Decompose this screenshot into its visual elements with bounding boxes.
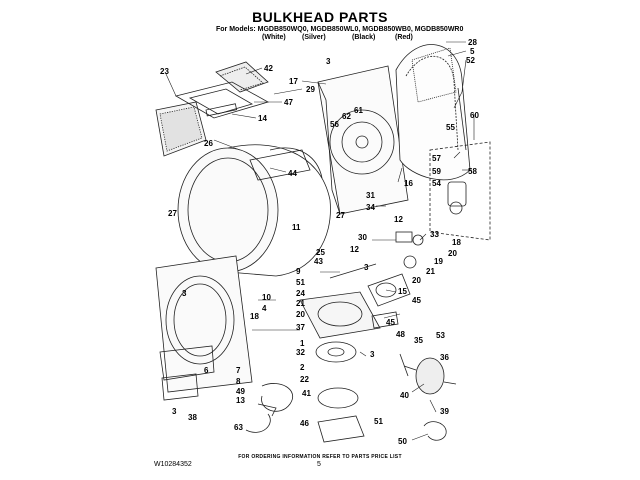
callout-27-left: 27 [168,209,177,218]
models-line: For Models: MGDB850WQ0, MGDB850WL0, MGDB… [216,26,464,33]
callout-15: 15 [398,287,407,296]
ordering-note: FOR ORDERING INFORMATION REFER TO PARTS … [238,454,402,460]
callout-45-lower: 45 [386,318,395,327]
lint-screen [155,101,207,157]
drum [177,144,331,277]
document-number: W10284352 [154,461,192,468]
callout-3-mid: 3 [364,263,369,272]
callout-23: 23 [160,67,169,76]
lint-housing-parts [174,61,270,119]
blower-wheel [315,341,365,443]
callout-44: 44 [288,169,297,178]
callout-7: 7 [236,366,241,375]
callout-26: 26 [204,139,213,148]
page-number: 5 [317,461,321,468]
callout-25: 25 [316,248,325,257]
callout-38: 38 [188,413,197,422]
callout-30: 30 [358,233,367,242]
callout-21-lower: 21 [296,299,305,308]
callout-12-upper: 12 [394,215,403,224]
callout-29: 29 [306,85,315,94]
callout-22: 22 [300,375,309,384]
idler-brackets [371,231,424,329]
burner-assembly [299,263,411,339]
page-title: BULKHEAD PARTS [252,9,388,25]
callout-20-upper: 20 [448,249,457,258]
callout-24: 24 [296,289,305,298]
callout-54: 54 [432,179,441,188]
sensor-assembly-outline [429,141,491,241]
callout-59: 59 [432,167,441,176]
callout-41: 41 [302,389,311,398]
callout-13: 13 [236,396,245,405]
callout-21-upper: 21 [426,267,435,276]
callout-3-left: 3 [182,289,187,298]
callout-10: 10 [262,293,271,302]
callout-18-lower: 18 [250,312,259,321]
callout-39: 39 [440,407,449,416]
callout-40: 40 [400,391,409,400]
rear-bulkhead [317,65,409,215]
callout-45-upper: 45 [412,296,421,305]
callout-3-bottom: 3 [172,407,177,416]
callout-48: 48 [396,330,405,339]
callout-51-lower: 51 [374,417,383,426]
callout-27-right: 27 [336,211,345,220]
callout-17: 17 [289,77,298,86]
callout-2: 2 [300,363,305,372]
callout-55: 55 [446,123,455,132]
callout-49: 49 [236,387,245,396]
callout-57: 57 [432,154,441,163]
callout-51-upper: 51 [296,278,305,287]
front-bulkhead [155,255,253,401]
color-red: (Red) [395,34,413,41]
callout-19: 19 [434,257,443,266]
callout-18-upper: 18 [452,238,461,247]
callout-16: 16 [404,179,413,188]
callout-35: 35 [414,336,423,345]
callout-46: 46 [300,419,309,428]
callout-36: 36 [440,353,449,362]
callout-3-right: 3 [370,350,375,359]
callout-52: 52 [466,56,475,65]
callout-31: 31 [366,191,375,200]
callout-12-lower: 12 [350,245,359,254]
callout-5: 5 [470,47,475,56]
color-silver: (Silver) [302,34,326,41]
callout-43: 43 [314,257,323,266]
wire-harness [245,383,447,441]
callout-58: 58 [468,167,477,176]
callout-53: 53 [436,331,445,340]
callout-33: 33 [430,230,439,239]
callout-8: 8 [236,377,241,386]
callout-20-lower: 20 [296,310,305,319]
callout-62: 62 [342,112,351,121]
callout-4: 4 [262,304,267,313]
callout-14: 14 [258,114,267,123]
callout-50: 50 [398,437,407,446]
callout-61: 61 [354,106,363,115]
color-white: (White) [262,34,286,41]
callout-6: 6 [204,366,209,375]
callout-9: 9 [296,267,301,276]
callout-34: 34 [366,203,375,212]
callout-20-mid: 20 [412,276,421,285]
callout-32: 32 [296,348,305,357]
callout-3-top: 3 [326,57,331,66]
callout-1: 1 [300,339,305,348]
callout-37: 37 [296,323,305,332]
blower-duct [395,44,471,181]
callout-28: 28 [468,38,477,47]
callout-47: 47 [284,98,293,107]
sensor-parts [447,87,467,215]
callout-60: 60 [470,111,479,120]
callout-56: 56 [330,120,339,129]
leader-lines [165,41,475,441]
callout-11: 11 [292,223,301,232]
color-black: (Black) [352,34,376,41]
callout-63: 63 [234,423,243,432]
callout-42: 42 [264,64,273,73]
